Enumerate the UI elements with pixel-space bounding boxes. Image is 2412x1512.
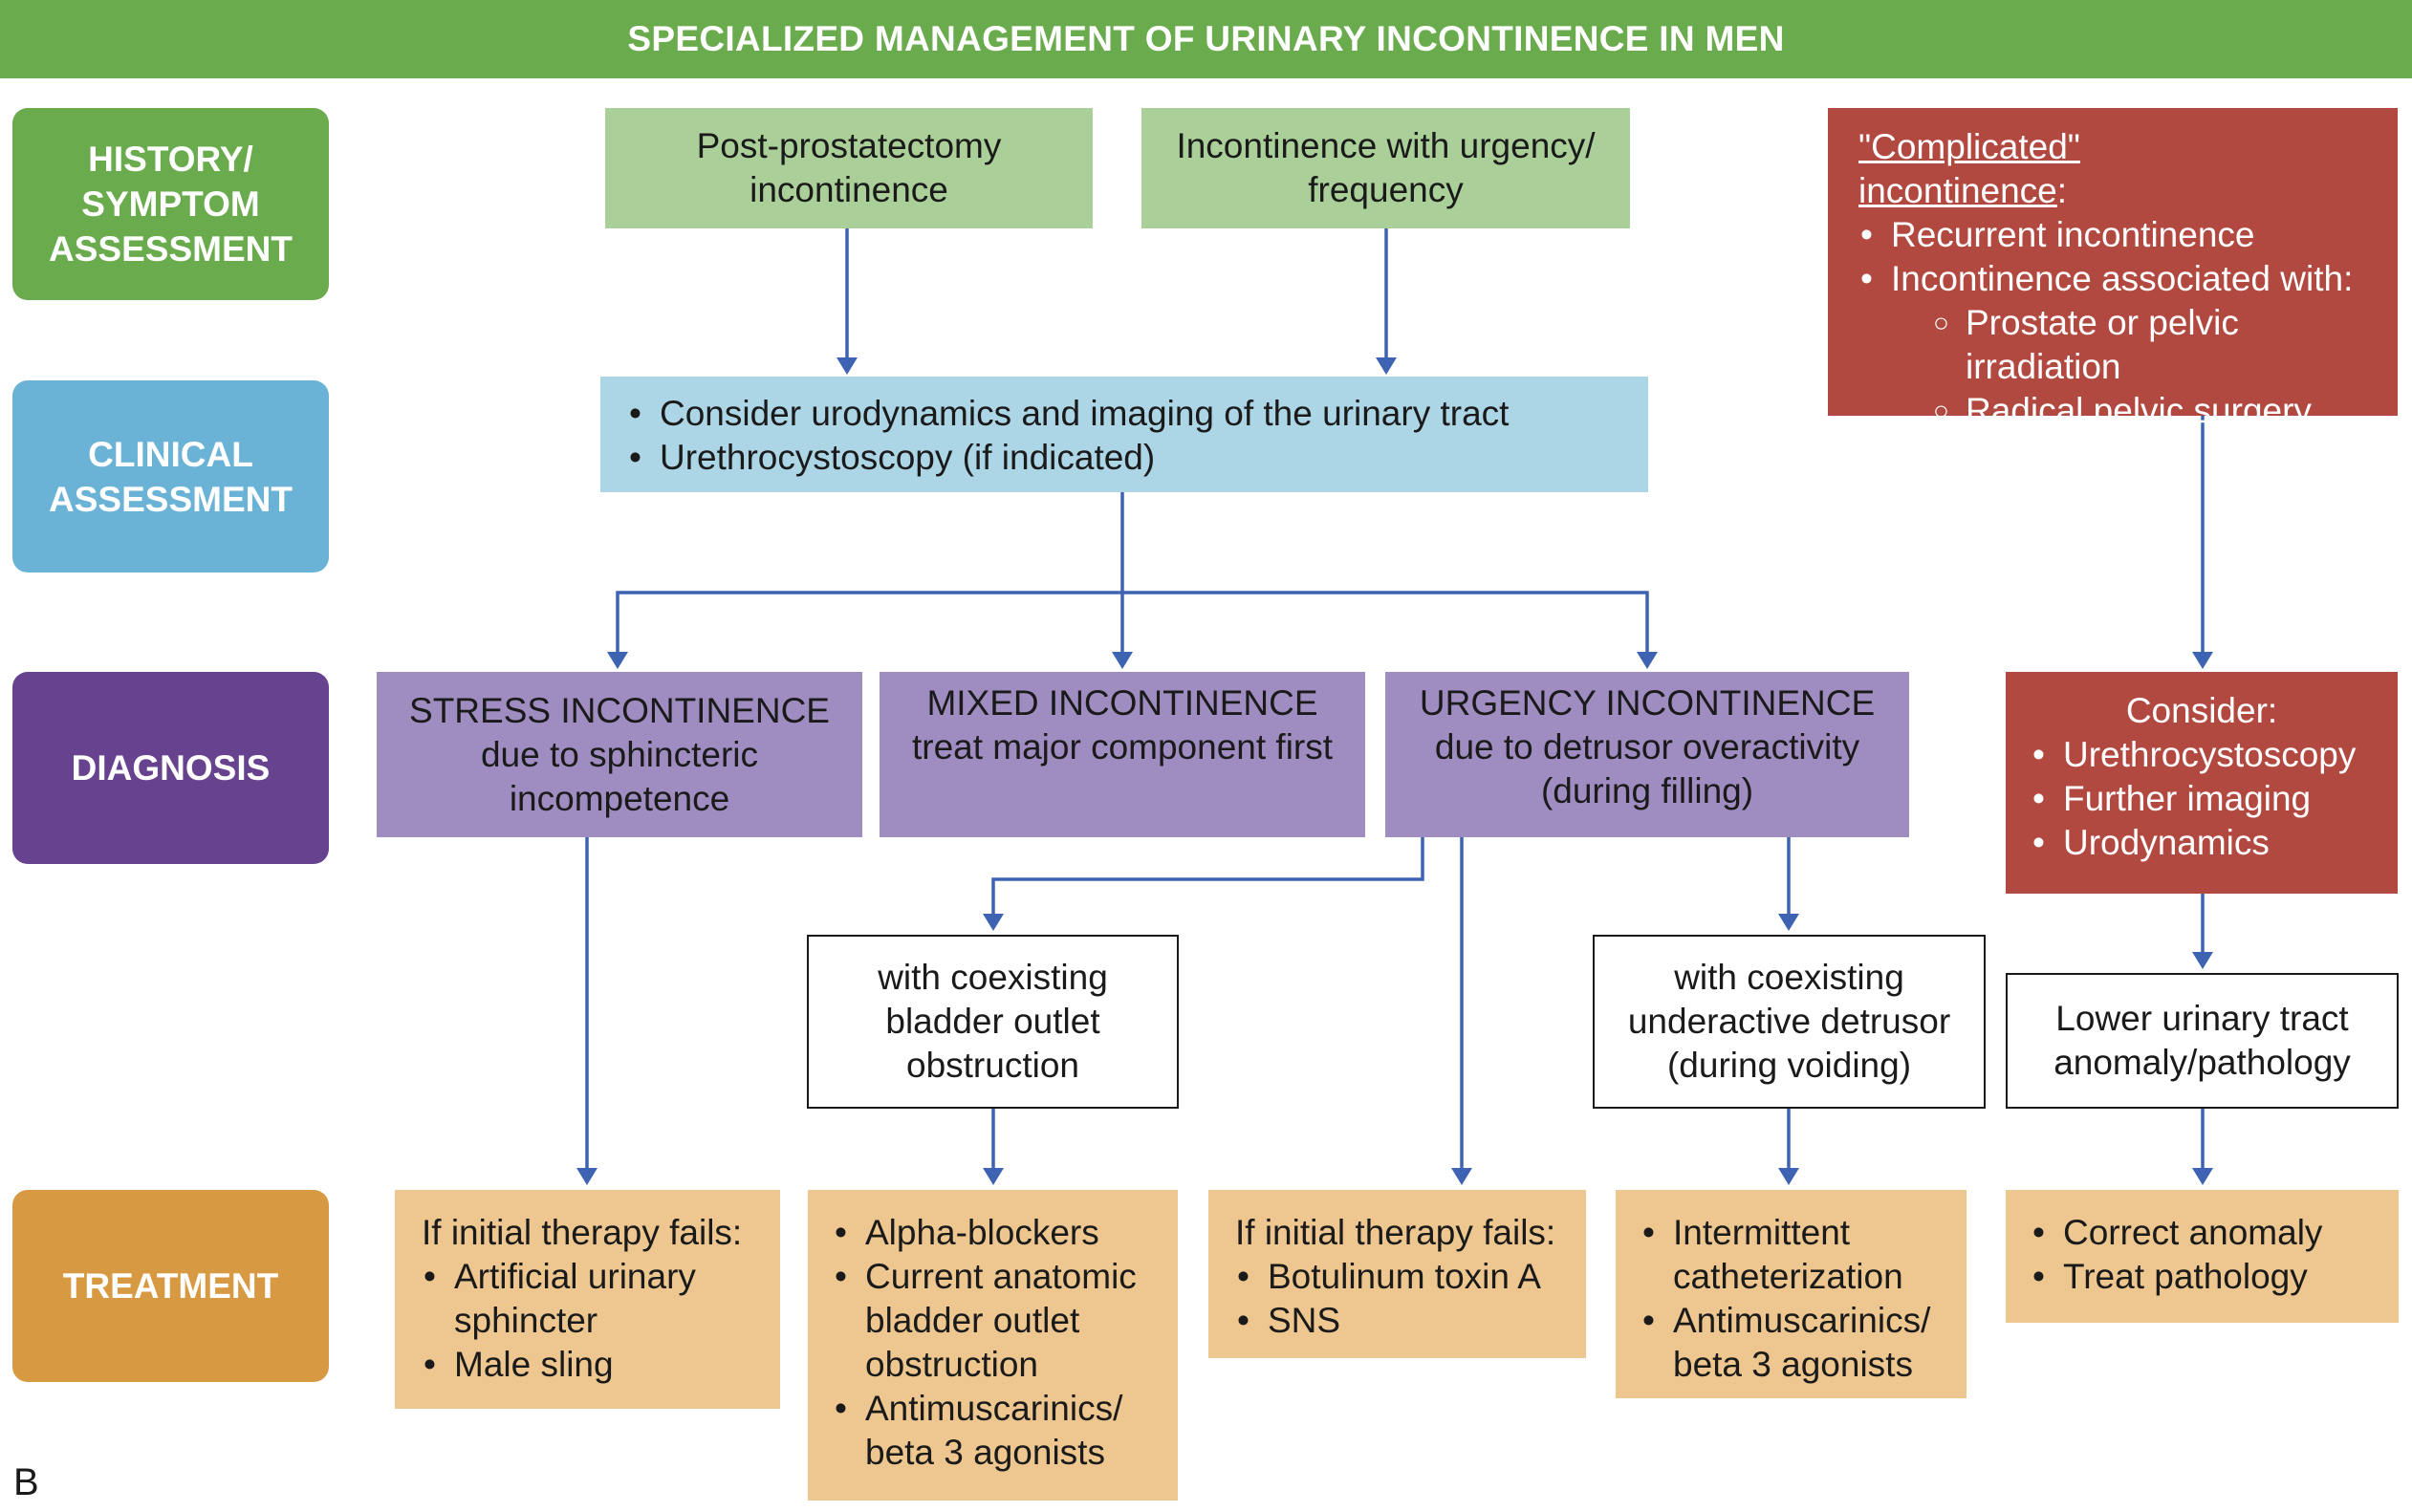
complicated-incontinence-box: "Complicated" incontinence: Recurrent in… <box>1828 108 2398 433</box>
arrow-heads <box>576 357 2213 1185</box>
list-item: Urethrocystoscopy (if indicated) <box>627 436 1648 480</box>
clinical-assessment-label: CLINICAL ASSESSMENT <box>12 380 329 572</box>
treatment-outlet-box: Alpha-blockers Current anatomic bladder … <box>808 1190 1178 1501</box>
bladder-outlet-obstruction-box: with coexisting bladder outlet obstructi… <box>807 935 1179 1109</box>
treatment-anomaly-box: Correct anomaly Treat pathology <box>2006 1190 2399 1323</box>
underactive-detrusor-box: with coexisting underactive detrusor (du… <box>1593 935 1986 1109</box>
consider-title: Consider: <box>2125 691 2278 730</box>
arrow-lines <box>585 227 2205 1172</box>
urgency-frequency-box: Incontinence with urgency/ frequency <box>1141 108 1630 228</box>
list-item: Male sling <box>422 1343 780 1387</box>
consider-box: Consider: Urethrocystoscopy Further imag… <box>2006 672 2398 894</box>
complicated-title-line2: incontinence <box>1858 171 2057 210</box>
complicated-list: Recurrent incontinence Incontinence asso… <box>1858 213 2398 433</box>
list-item: Recurrent incontinence <box>1858 213 2398 257</box>
clinical-list: Consider urodynamics and imaging of the … <box>627 392 1648 480</box>
treatment-stress-box: If initial therapy fails: Artificial uri… <box>395 1190 780 1409</box>
list-item: Correct anomaly <box>2031 1211 2399 1255</box>
lower-urinary-tract-anomaly-box: Lower urinary tract anomaly/pathology <box>2006 973 2399 1109</box>
post-prostatectomy-box: Post-prostatectomy incontinence <box>605 108 1093 228</box>
list-item: Antimuscarinics/ beta 3 agonists <box>1641 1299 1960 1387</box>
page-title: SPECIALIZED MANAGEMENT OF URINARY INCONT… <box>0 0 2412 78</box>
complicated-sublist: Prostate or pelvic irradiation Radical p… <box>1891 301 2398 433</box>
treatment-heading: If initial therapy fails: <box>1235 1213 1556 1252</box>
list-item: Urodynamics <box>2031 821 2398 865</box>
list-item: Urethrocystoscopy <box>2031 733 2398 777</box>
list-item: Treat pathology <box>2031 1255 2399 1299</box>
urgency-incontinence-box: URGENCY INCONTINENCE due to detrusor ove… <box>1385 672 1909 837</box>
list-item: SNS <box>1235 1299 1586 1343</box>
list-item: Current anatomic bladder outlet obstruct… <box>833 1255 1171 1387</box>
consider-list: Urethrocystoscopy Further imaging Urodyn… <box>2031 733 2398 865</box>
treatment-list: Intermittent catheterization Antimuscari… <box>1641 1211 1967 1387</box>
clinical-assessment-box: Consider urodynamics and imaging of the … <box>600 377 1648 492</box>
treatment-urgency-box: If initial therapy fails: Botulinum toxi… <box>1208 1190 1586 1358</box>
complicated-title-line1: "Complicated" <box>1858 127 2080 166</box>
list-item: Botulinum toxin A <box>1235 1255 1586 1299</box>
list-item: Consider urodynamics and imaging of the … <box>627 392 1648 436</box>
treatment-list: Botulinum toxin A SNS <box>1235 1255 1586 1343</box>
treatment-label: TREATMENT <box>12 1190 329 1382</box>
list-item: Further imaging <box>2031 777 2398 821</box>
treatment-heading: If initial therapy fails: <box>422 1213 743 1252</box>
diagnosis-label: DIAGNOSIS <box>12 672 329 864</box>
treatment-list: Correct anomaly Treat pathology <box>2031 1211 2399 1299</box>
treatment-list: Alpha-blockers Current anatomic bladder … <box>833 1211 1178 1475</box>
treatment-list: Artificial urinary sphincter Male sling <box>422 1255 780 1387</box>
list-item: Artificial urinary sphincter <box>422 1255 703 1343</box>
list-item: Alpha-blockers <box>833 1211 1178 1255</box>
panel-label: B <box>13 1461 39 1503</box>
treatment-underactive-box: Intermittent catheterization Antimuscari… <box>1616 1190 1967 1398</box>
mixed-incontinence-box: MIXED INCONTINENCE treat major component… <box>880 672 1365 837</box>
list-item: Intermittent catheterization <box>1641 1211 1922 1299</box>
list-item: Incontinence associated with: Prostate o… <box>1858 257 2398 433</box>
history-symptom-assessment-label: HISTORY/ SYMPTOM ASSESSMENT <box>12 108 329 300</box>
stress-incontinence-box: STRESS INCONTINENCE due to sphincteric i… <box>377 672 862 837</box>
list-item: Radical pelvic surgery <box>1933 389 2398 433</box>
list-item: Prostate or pelvic irradiation <box>1933 301 2398 389</box>
list-item: Antimuscarinics/ beta 3 agonists <box>833 1387 1142 1475</box>
